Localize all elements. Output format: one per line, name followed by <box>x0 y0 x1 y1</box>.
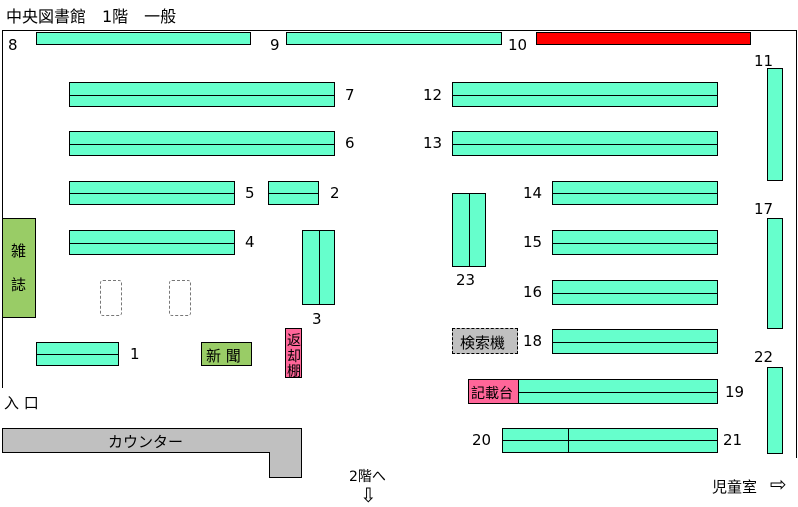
shelf-9[interactable] <box>286 32 502 45</box>
shelf-label-10: 10 <box>508 36 528 54</box>
return-label-1: 返 <box>287 333 301 349</box>
shelf-label-23: 23 <box>456 271 476 289</box>
counter-label: カウンター <box>108 433 184 451</box>
shelf-label-4: 4 <box>245 233 255 251</box>
shelf-1[interactable] <box>36 342 119 366</box>
shelf-5[interactable] <box>69 181 235 205</box>
empty-spot-2 <box>169 280 191 316</box>
magazine-label-2: 誌 <box>11 276 27 294</box>
shelf-label-16: 16 <box>523 283 543 301</box>
counter: カウンター <box>2 428 302 478</box>
shelf-label-8: 8 <box>8 36 18 54</box>
shelf-label-5: 5 <box>245 184 255 202</box>
shelf-label-6: 6 <box>345 134 355 152</box>
right-arrow-icon[interactable]: ⇨ <box>770 472 787 496</box>
shelf-23[interactable] <box>452 193 486 267</box>
writing-desk[interactable]: 記載台 <box>468 379 519 404</box>
return-label-2: 却 <box>287 349 301 365</box>
wall-right <box>796 30 797 458</box>
shelf-label-2: 2 <box>330 184 340 202</box>
shelf-label-20: 20 <box>472 431 492 449</box>
shelf-8[interactable] <box>36 32 251 45</box>
writing-desk-label: 記載台 <box>471 386 513 402</box>
search-terminal-label: 検索機 <box>460 334 506 352</box>
counter-shape <box>2 428 302 478</box>
shelf-label-9: 9 <box>270 36 280 54</box>
shelf-12[interactable] <box>452 82 718 107</box>
shelf-label-15: 15 <box>523 233 543 251</box>
shelf-21[interactable] <box>568 428 718 453</box>
shelf-11[interactable] <box>767 68 783 181</box>
shelf-20-divider <box>503 440 568 441</box>
shelf-2[interactable] <box>268 181 319 205</box>
magazine-label-1: 雑 <box>11 242 27 260</box>
shelf-6[interactable] <box>69 131 335 156</box>
down-arrow-icon[interactable]: ⇩ <box>360 483 377 507</box>
empty-spot-1 <box>100 280 122 316</box>
return-label-3: 棚 <box>287 364 301 380</box>
shelf-16[interactable] <box>552 280 718 305</box>
shelf-label-11: 11 <box>754 52 774 70</box>
shelf-label-3: 3 <box>312 310 322 328</box>
shelf-3[interactable] <box>302 230 335 305</box>
newspaper-rack[interactable]: 新 聞 <box>201 342 252 366</box>
shelf-label-17: 17 <box>754 200 774 218</box>
shelf-10[interactable] <box>536 32 751 45</box>
page-title: 中央図書館 1階 一般 <box>6 7 177 26</box>
shelf-label-12: 12 <box>423 86 443 104</box>
shelf-19[interactable] <box>518 379 718 404</box>
shelf-label-13: 13 <box>423 134 443 152</box>
shelf-18[interactable] <box>552 329 718 354</box>
to-2f-label: 2階へ <box>349 469 386 485</box>
magazine-rack[interactable]: 雑 誌 <box>2 218 36 318</box>
newspaper-label: 新 聞 <box>206 347 241 365</box>
shelf-7[interactable] <box>69 82 335 107</box>
search-terminal[interactable]: 検索機 <box>452 328 518 354</box>
shelf-label-7: 7 <box>345 86 355 104</box>
entrance-label: 入 口 <box>4 394 39 412</box>
shelf-14[interactable] <box>552 181 718 205</box>
return-shelf[interactable]: 返 却 棚 <box>285 328 302 380</box>
shelf-label-14: 14 <box>523 184 543 202</box>
shelf-label-22: 22 <box>754 348 774 366</box>
wall-left <box>2 30 3 388</box>
shelf-4[interactable] <box>69 230 235 255</box>
shelf-21-divider <box>569 440 717 441</box>
shelf-17[interactable] <box>767 218 783 329</box>
shelf-13[interactable] <box>452 131 718 156</box>
shelf-22[interactable] <box>767 367 783 454</box>
shelf-label-1: 1 <box>130 345 140 363</box>
shelf-label-21: 21 <box>723 431 743 449</box>
shelf-label-19: 19 <box>725 383 745 401</box>
shelf-20[interactable] <box>502 428 569 453</box>
shelf-label-18: 18 <box>523 332 543 350</box>
wall-top <box>2 30 797 31</box>
children-room-label: 児童室 <box>712 478 758 496</box>
shelf-15[interactable] <box>552 230 718 255</box>
